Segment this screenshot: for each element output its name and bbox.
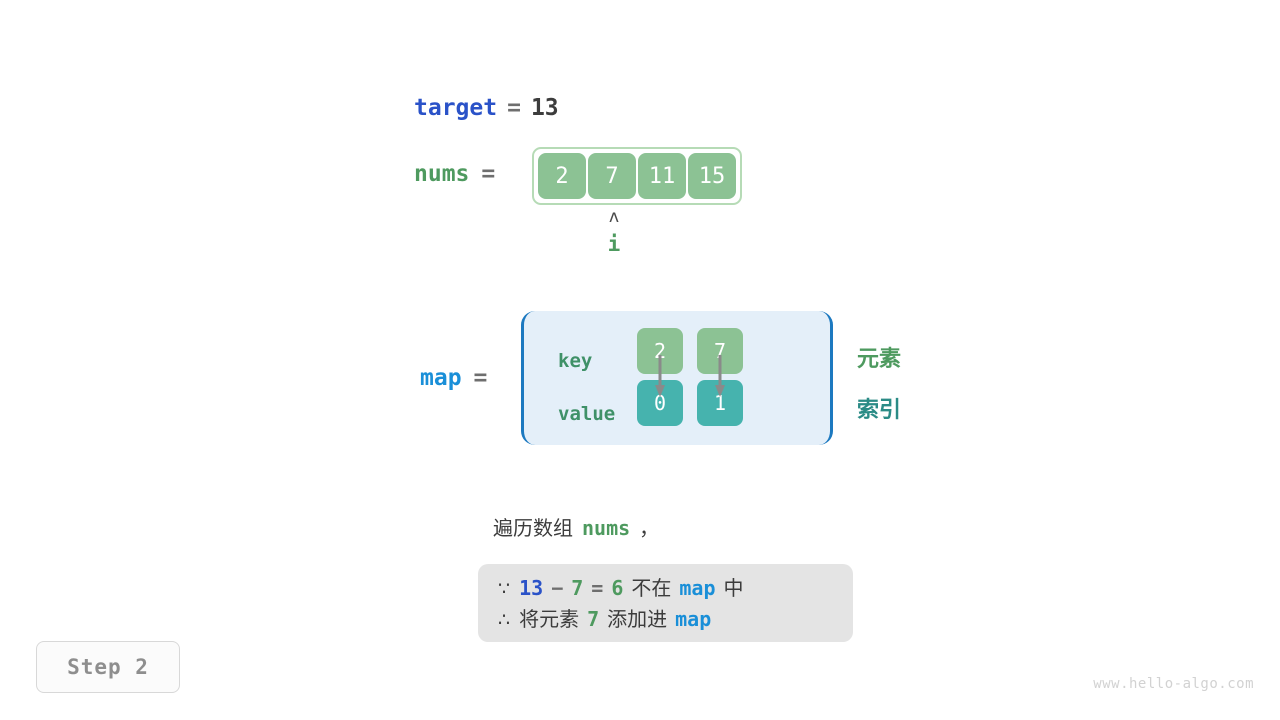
conclusion-text-b: 添加进 [607,607,668,631]
step-badge: Step 2 [36,641,180,693]
key-to-value-arrow-icon [715,355,725,397]
hash-map-grid: key value 2 7 0 1 [524,311,830,445]
map-row-label-key: key [558,350,593,372]
therefore-symbol-icon: ∴ [498,609,511,631]
conclusion-element-value: 7 [587,607,600,631]
array-cell: 7 [588,153,636,199]
reasoning-box: ∵ 13 − 7 = 6 不在 map 中 ∴ 将元素 7 添加进 map [478,564,853,642]
target-variable-name: target [414,95,498,121]
premise-minus-sign: − [551,576,564,600]
array-cell: 15 [688,153,736,199]
traverse-description-keyword: nums [582,516,631,540]
index-pointer: ʌ i [556,208,672,257]
reasoning-row-conclusion: ∴ 将元素 7 添加进 map [498,604,833,635]
premise-complement-value: 6 [611,576,624,600]
array-cell: 2 [538,153,586,199]
map-declaration: map = [420,363,487,393]
premise-target-value: 13 [519,576,544,600]
premise-text-end: 中 [723,576,744,600]
map-value-cell: 1 [697,380,743,426]
index-pointer-label: i [607,232,621,256]
array-cell: 11 [638,153,686,199]
step-badge-label: Step 2 [67,655,149,679]
traverse-description-suffix: ， [639,516,660,540]
conclusion-map-keyword: map [675,607,712,631]
premise-map-keyword: map [679,576,716,600]
premise-equals-sign: = [591,576,604,600]
nums-variable-name: nums [414,161,470,187]
nums-equals-sign: = [481,161,496,187]
nums-array: 2 7 11 15 [532,147,742,205]
target-declaration: target = 13 [414,93,559,123]
caret-up-icon: ʌ [608,207,620,227]
traverse-description: 遍历数组 nums ， [493,514,659,542]
target-equals-sign: = [507,95,521,121]
nums-declaration: nums = [414,158,495,190]
conclusion-text-a: 将元素 [519,607,580,631]
map-annotation-index: 索引 [857,398,902,423]
premise-current-element: 7 [571,576,584,600]
reasoning-row-premise: ∵ 13 − 7 = 6 不在 map 中 [498,573,833,604]
map-annotation-element: 元素 [857,347,902,372]
traverse-description-prefix: 遍历数组 [493,516,573,540]
key-to-value-arrow-icon [655,355,665,397]
map-row-label-value: value [558,403,616,425]
map-variable-name: map [420,365,462,391]
hash-map-container: key value 2 7 0 1 [521,311,833,445]
premise-text-middle: 不在 [631,576,672,600]
because-symbol-icon: ∵ [498,578,511,600]
target-value: 13 [530,95,559,121]
map-equals-sign: = [473,365,488,391]
watermark: www.hello-algo.com [1093,676,1254,692]
